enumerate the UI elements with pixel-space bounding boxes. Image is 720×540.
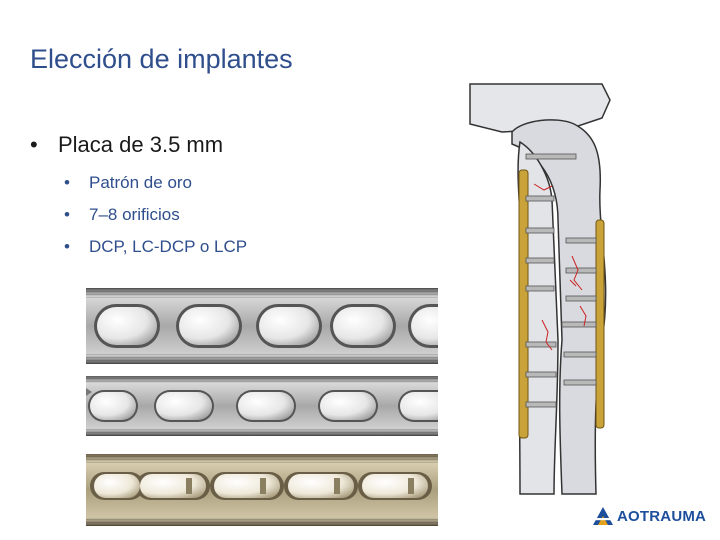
sub-bullet-text: Patrón de oro (89, 173, 193, 192)
forearm-fixation-illustration (469, 83, 611, 495)
lc-dcp-plate (86, 376, 438, 436)
bullet-dot-icon: • (64, 205, 70, 224)
bullet-dot-icon: • (64, 237, 70, 256)
sub-bullet-item: • 7–8 orificios (64, 204, 247, 236)
aotrauma-logo: AOTRAUMA (592, 506, 706, 526)
sub-bullet-item: • Patrón de oro (64, 172, 247, 204)
sub-bullet-text: DCP, LC-DCP o LCP (89, 237, 248, 256)
sub-bullet-text: 7–8 orificios (89, 205, 180, 224)
logo-text: AOTRAUMA (617, 507, 707, 525)
lcp-plate (86, 454, 438, 526)
plates-illustration (86, 288, 438, 526)
slide-title: Elección de implantes (30, 44, 293, 74)
bullet-dot-icon: • (64, 173, 70, 192)
sub-bullet-item: • DCP, LC-DCP o LCP (64, 236, 247, 268)
dcp-plate (86, 288, 438, 364)
aotrauma-logo-icon (593, 507, 613, 525)
bullet-main-text: Placa de 3.5 mm (58, 132, 224, 157)
sub-bullet-list: • Patrón de oro • 7–8 orificios • DCP, LC-D… (64, 172, 247, 268)
bullet-main: • Placa de 3.5 mm (30, 132, 223, 158)
bullet-dot-icon: • (30, 132, 38, 157)
